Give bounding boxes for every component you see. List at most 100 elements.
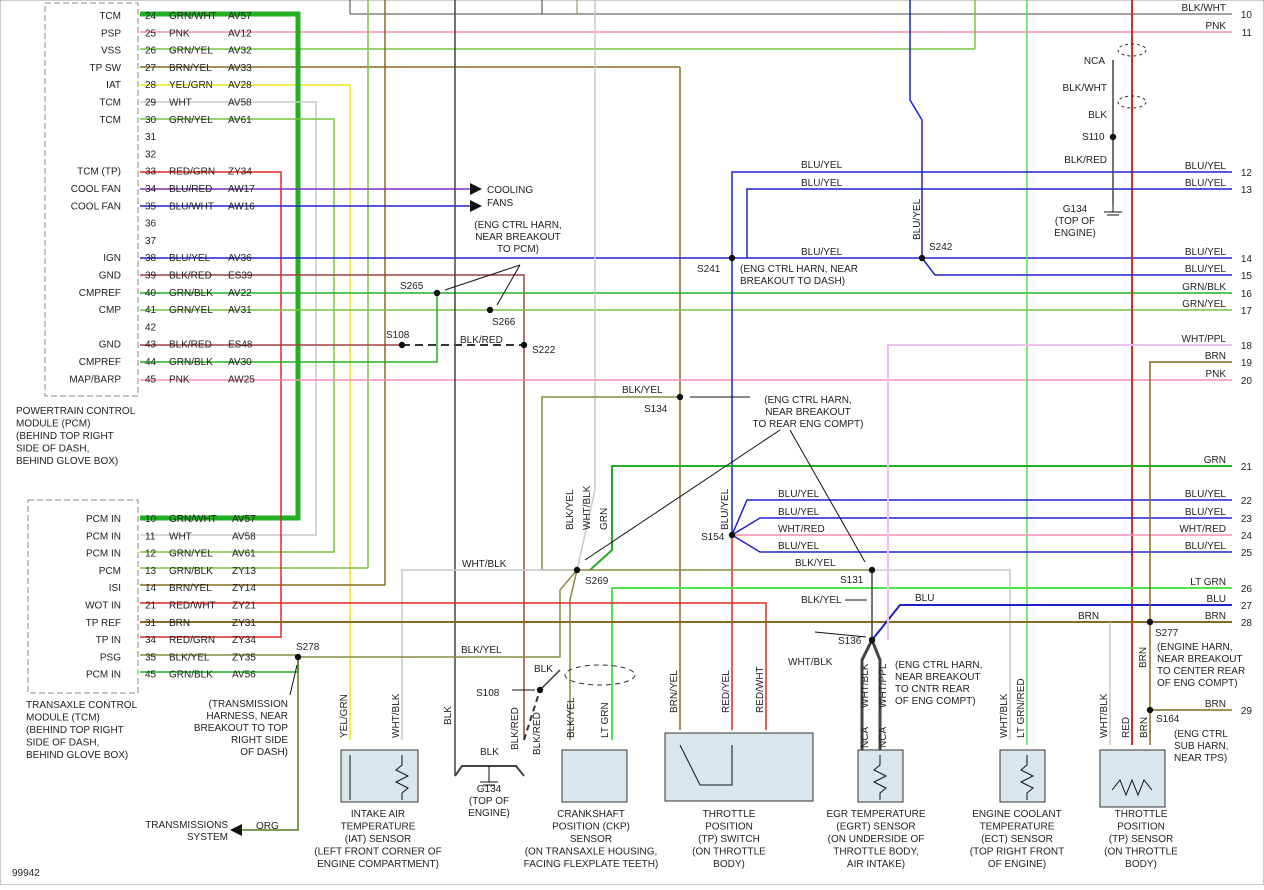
pcm-pin-color-45: PNK [169,374,190,385]
wire-s242-up [909,0,923,258]
wire-s108-blk [539,669,561,691]
wire-tcm-wht [140,101,317,536]
pcm-pin-circuit-28: AV28 [228,80,252,91]
wire-num-23: 23 [1241,514,1253,525]
splice-s164[interactable] [1146,706,1154,714]
wire-cmpref-44 [140,293,438,363]
label-blkyel-v: BLK/YEL [565,489,576,530]
pcm-pin-num-30: 30 [145,115,157,126]
note-eng-ctrl-dash-line-1: BREAKOUT TO DASH) [740,276,845,287]
tcm-pin-name-12: PCM IN [86,549,121,560]
label-blkyel-s131: BLK/YEL [795,558,836,569]
splice-s241[interactable] [728,254,736,262]
splice-s108a[interactable] [398,341,406,349]
caption-ect-line-0: ENGINE COOLANT [972,809,1061,820]
label-whtblk-s269: WHT/BLK [462,559,507,570]
pcm-pin-color-25: PNK [169,28,190,39]
splice-s266[interactable] [486,306,494,314]
splice-label-s222: S222 [532,345,556,356]
pcm-pin-name-35: COOL FAN [71,201,121,212]
splice-s242[interactable] [918,254,926,262]
note-eng-ctrl-pcm-line-0: (ENG CTRL HARN, [474,220,561,231]
pcm-pin-name-44: CMPREF [79,357,121,368]
pcm-pin-name-28: IAT [106,80,121,91]
pcm-pin-circuit-30: AV61 [228,115,252,126]
splice-s134[interactable] [676,393,684,401]
pcm-box [44,2,139,397]
wire-label-27: BLU [1207,594,1226,605]
label-blkyel-s278: BLK/YEL [461,645,502,656]
note-engine-harn-line-3: OF ENG COMPT) [1157,678,1238,689]
pcm-pin-circuit-41: AV31 [228,305,252,316]
note-eng-ctrl-sub-line-1: SUB HARN, [1174,741,1228,752]
label-blkyel-ckp: BLK/YEL [566,697,577,738]
note-transmission-harn-line-3: RIGHT SIDE [231,735,288,746]
label-blu-s136: BLU [915,593,934,604]
wire-whtblk-iat [401,569,577,740]
label-blkyel-s134: BLK/YEL [622,385,663,396]
pcm-pin-name-33: TCM (TP) [77,167,121,178]
leader-s136 [814,631,867,638]
caption-iat-line-0: INTAKE AIR [351,809,405,820]
pcm-pin-name-26: VSS [101,46,121,57]
splice-s136[interactable] [868,636,876,644]
pcm-pin-num-28: 28 [145,80,157,91]
pcm-label-line-1: MODULE (PCM) [16,419,90,430]
pcm-pin-color-27: BRN/YEL [169,63,212,74]
splice-s278[interactable] [294,653,302,661]
label-ltgrnred-ect: LT GRN/RED [1016,678,1027,738]
tp-switch-contacts-icon [679,744,733,786]
label-blk-g134: BLK [480,747,499,758]
arrow-cooling-2 [470,200,482,212]
splice-s154[interactable] [728,531,736,539]
pcm-pin-circuit-43: ES48 [228,340,253,351]
tp-switch[interactable] [664,732,814,802]
wire-label-26: LT GRN [1190,577,1226,588]
pcm-label-line-0: POWERTRAIN CONTROL [16,406,136,417]
wire-num-14: 14 [1241,254,1253,265]
label-whtblk-ect: WHT/BLK [999,693,1010,738]
wire-label-20: PNK [1205,369,1226,380]
pcm-pin-name-30: TCM [99,115,121,126]
label-nca-top: NCA [1084,56,1105,67]
label-blkred-top: BLK/RED [1064,155,1107,166]
arrow-trans [230,824,242,836]
splice-label-s265: S265 [400,281,424,292]
ckp-sensor[interactable] [561,749,628,803]
tps-sensor[interactable] [1099,749,1166,808]
label-brnyel-tp: BRN/YEL [669,670,680,713]
caption-ckp-line-1: POSITION (CKP) [552,822,630,833]
iat-sensor[interactable] [340,749,419,803]
splice-s277[interactable] [1146,618,1154,626]
ect-sensor[interactable] [999,749,1046,803]
pcm-label-line-2: (BEHIND TOP RIGHT [16,431,114,442]
caption-tps-line-1: POSITION [1117,822,1165,833]
pcm-pin-num-42: 42 [145,322,157,333]
note-transmission-harn-line-0: (TRANSMISSION [209,699,288,710]
splice-s108b[interactable] [536,686,544,694]
pcm-pin-color-35: BLU/WHT [169,201,214,212]
wire-12 [731,171,1232,258]
wire-25 [731,534,1232,553]
splice-s265[interactable] [433,289,441,297]
note-eng-ctrl-rear-line-1: NEAR BREAKOUT [765,407,851,418]
tcm-pin-color-10: GRN/WHT [169,514,217,525]
tcm-pin-circuit-10: AV57 [232,514,256,525]
splice-s131[interactable] [868,566,876,574]
pcm-pin-num-33: 33 [145,167,157,178]
iat-resistor-icon [394,755,410,800]
leader-lines [289,264,867,696]
splice-s222[interactable] [520,341,528,349]
wire-num-12: 12 [1241,168,1253,179]
pcm-pin-color-40: GRN/BLK [169,288,213,299]
note-g134-bottom-line-2: ENGINE) [468,808,510,819]
wire-13 [746,188,1232,258]
splice-s269[interactable] [573,566,581,574]
label-whtblk-egrt: WHT/BLK [860,663,871,708]
tcm-pin-circuit-35: ZY35 [232,652,256,663]
label-bluyel-154a: BLU/YEL [778,489,820,500]
splice-s110[interactable] [1109,133,1117,141]
note-cooling-fans-line-1: FANS [487,198,513,209]
caption-iat-line-1: TEMPERATURE [341,822,416,833]
